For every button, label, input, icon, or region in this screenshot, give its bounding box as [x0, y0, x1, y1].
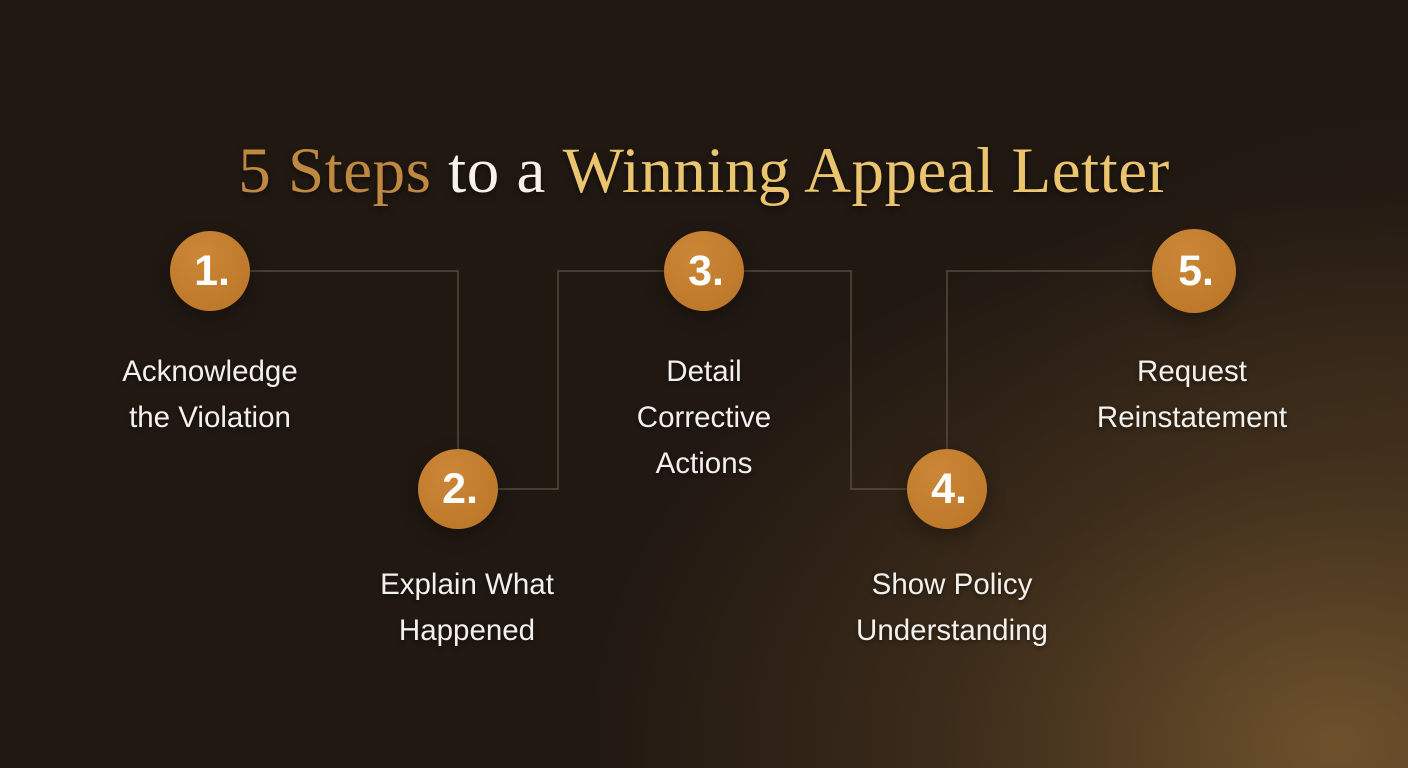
step-3-number: 3.	[688, 246, 724, 295]
step-2-label: Explain What Happened	[380, 568, 554, 647]
title-part-winning-appeal-letter: Winning Appeal Letter	[562, 135, 1170, 208]
step-1-badge: 1.	[170, 231, 250, 311]
connector-step2-step3	[498, 270, 664, 490]
connector-step1-step2	[250, 270, 459, 449]
step-3-badge: 3.	[664, 231, 744, 311]
step-3-label: Detail Corrective Actions	[636, 355, 772, 480]
step-2-number: 2.	[442, 464, 478, 513]
step-5-number: 5.	[1178, 246, 1214, 295]
step-1-label: Acknowledge the Violation	[122, 355, 298, 434]
connector-step4-step5	[946, 270, 1152, 449]
step-2-badge: 2.	[418, 449, 498, 529]
step-5-label: Request Reinstatement	[1096, 355, 1288, 434]
step-1-number: 1.	[194, 246, 230, 295]
page-title: 5 Steps to a Winning Appeal Letter	[0, 128, 1408, 216]
step-4-label: Show Policy Understanding	[856, 568, 1048, 647]
step-4-badge: 4.	[907, 449, 987, 529]
step-5-badge: 5.	[1152, 229, 1236, 313]
title-part-to-a: to a	[431, 135, 563, 208]
connector-step3-step4	[744, 270, 907, 490]
step-4-number: 4.	[931, 464, 967, 513]
title-part-steps: 5 Steps	[238, 135, 432, 208]
